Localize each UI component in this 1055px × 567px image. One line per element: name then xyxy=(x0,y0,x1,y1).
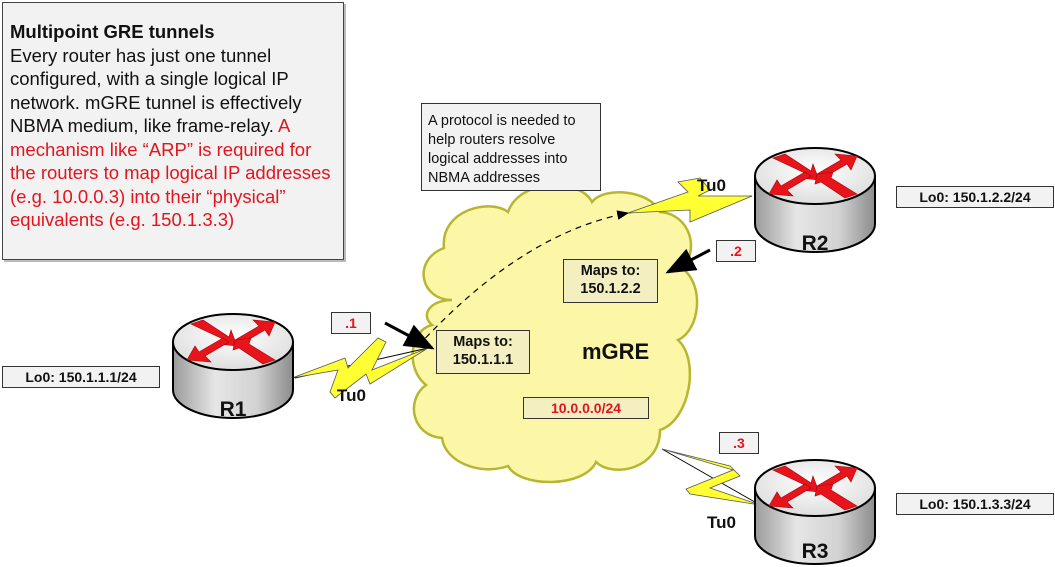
r3-name: R3 xyxy=(801,540,829,563)
mapping-r2-label: Maps to: xyxy=(580,263,641,279)
r2-tunnel-label: Tu0 xyxy=(697,176,726,195)
mapping-r1: Maps to: 150.1.1.1 xyxy=(436,330,530,374)
mapping-r1-label: Maps to: xyxy=(453,334,513,350)
r3-tunnel-label: Tu0 xyxy=(707,513,736,532)
description-note: Multipoint GRE tunnels Every router has … xyxy=(2,2,344,260)
lightning-bolt-icon xyxy=(627,177,753,223)
r3-host-id: .3 xyxy=(719,432,759,454)
pointer-arrow-r1 xyxy=(384,321,435,350)
r2-host-id: .2 xyxy=(716,240,756,262)
mgre-label: mGRE xyxy=(582,339,650,364)
r2-loopback-label: Lo0: 150.1.2.2/24 xyxy=(896,186,1054,208)
mapping-r2: Maps to: 150.1.2.2 xyxy=(563,259,658,303)
r1-loopback-label: Lo0: 150.1.1.1/24 xyxy=(2,366,160,388)
tunnel-link-r2 xyxy=(627,177,753,223)
pointer-arrow-r2 xyxy=(665,248,711,274)
note-body-highlight: A mechanism like “ARP” is required for t… xyxy=(10,115,331,230)
r1-tunnel-label: Tu0 xyxy=(337,386,366,405)
note-body: Every router has just one tunnel configu… xyxy=(10,44,302,137)
mapping-r1-address: 150.1.1.1 xyxy=(452,352,514,368)
mapping-r2-address: 150.1.2.2 xyxy=(580,281,641,297)
r1-host-id: .1 xyxy=(331,312,371,334)
r2-name: R2 xyxy=(801,232,829,255)
r1-name: R1 xyxy=(219,398,247,421)
r3-loopback-label: Lo0: 150.1.3.3/24 xyxy=(896,493,1054,515)
tunnel-link-r3 xyxy=(661,448,761,506)
protocol-note: A protocol is needed to help routers res… xyxy=(421,103,601,191)
note-title: Multipoint GRE tunnels xyxy=(10,21,215,42)
resolution-path xyxy=(417,210,630,347)
network-label: 10.0.0.0/24 xyxy=(523,397,649,419)
